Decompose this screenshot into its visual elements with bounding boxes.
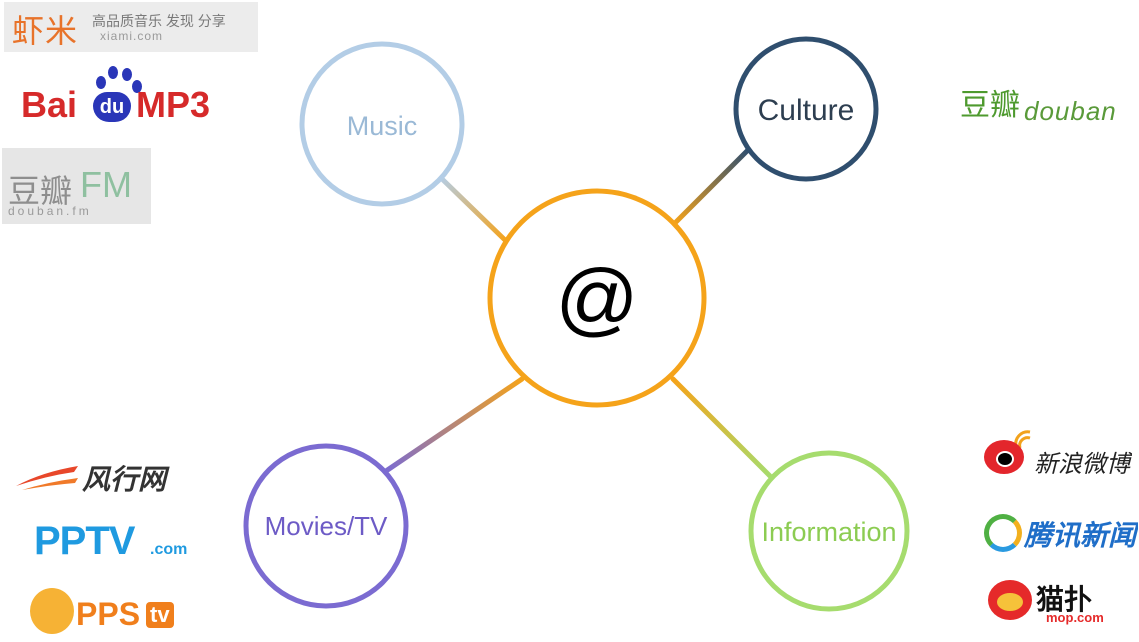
xiami-name: 虾米 [12, 13, 79, 49]
mop-mascot-icon [988, 580, 1032, 620]
mop-domain: mop.com [1046, 610, 1104, 625]
connector-information [670, 376, 774, 480]
weibo-eye-icon [984, 440, 1024, 474]
baidu-du-badge: du [93, 92, 131, 122]
tencent-ring-icon [984, 514, 1022, 552]
tencent-news-name: 腾讯新闻 [1024, 520, 1137, 551]
baidu-mp3-logo: Bai du MP3 [18, 62, 218, 128]
sina-weibo-logo: 新浪微博 [982, 426, 1132, 482]
baidu-paw-icon [122, 68, 132, 81]
mop-logo: 猫扑 mop.com [986, 572, 1122, 632]
pps-suffix: tv [146, 602, 174, 628]
fengxing-swoosh-icon [16, 466, 78, 490]
node-label-information: Information [761, 517, 896, 547]
pptv-suffix: .com [150, 541, 188, 558]
douban-fm-domain: douban.fm [8, 204, 92, 218]
pps-logo: PPS tv [26, 584, 192, 640]
fengxing-name: 风行网 [82, 464, 167, 495]
connector-music [437, 174, 509, 244]
node-circle-culture [733, 36, 879, 182]
hub-circle [487, 188, 707, 408]
pps-name: PPS [76, 596, 141, 632]
pptv-logo: PPTV .com [30, 517, 198, 567]
baidu-paw-icon [96, 76, 106, 89]
tencent-news-logo: 腾讯新闻 [982, 510, 1138, 554]
fengxing-logo: 风行网 [12, 452, 192, 497]
hub-label: @ [555, 253, 638, 344]
node-label-culture: Culture [758, 94, 855, 127]
xiami-logo: 虾米 高品质音乐 发现 分享 xiami.com [4, 2, 258, 52]
baidu-paw-icon [132, 80, 142, 93]
douban-fm-name: 豆瓣 [8, 173, 73, 209]
node-label-music: Music [347, 111, 418, 141]
pptv-name: PPTV [34, 519, 135, 563]
xiami-tagline: 高品质音乐 发现 分享 [92, 13, 226, 29]
connector-movies [383, 376, 525, 474]
douban-name-en: douban [1024, 96, 1117, 126]
connector-culture [671, 147, 751, 227]
node-circle-information [748, 450, 910, 612]
node-circle-movies [243, 443, 409, 609]
xiami-domain: xiami.com [100, 29, 164, 43]
douban-name-cn: 豆瓣 [960, 89, 1020, 122]
baidu-text: Bai [21, 84, 78, 125]
mop-name: 猫扑 [1036, 584, 1093, 615]
node-label-movies: Movies/TV [265, 511, 388, 541]
baidu-paw-icon [108, 66, 118, 79]
douban-logo: 豆瓣 douban [958, 78, 1134, 128]
baidu-mp3-text: MP3 [136, 84, 211, 125]
pps-mascot-icon [30, 588, 74, 634]
node-circle-music [299, 41, 465, 207]
sina-weibo-name: 新浪微博 [1034, 451, 1130, 478]
douban-fm-suffix: FM [80, 164, 132, 205]
douban-fm-logo: 豆瓣 FM douban.fm [2, 148, 151, 224]
